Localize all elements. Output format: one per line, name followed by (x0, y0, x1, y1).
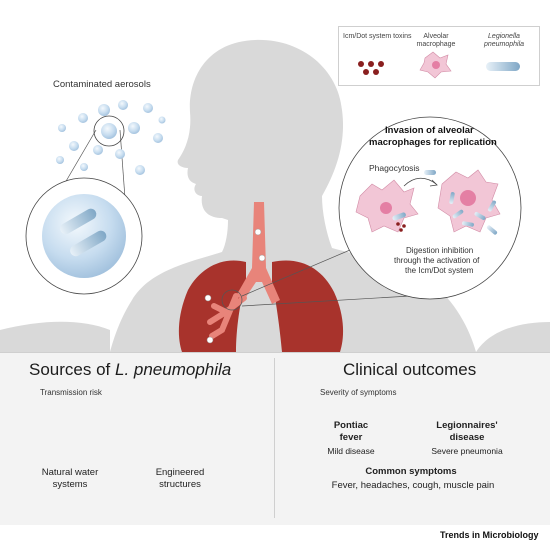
severity-label: Severity of symptoms (320, 388, 397, 397)
zoomed-droplet (25, 177, 143, 295)
invasion-title-line2: macrophages for replication (369, 137, 497, 148)
panel-divider (274, 358, 275, 518)
legend-macrophage-label: Alveolar macrophage (416, 33, 456, 48)
legend-bacterium-label: Legionella pneumophila (483, 33, 525, 48)
invasion-title-line1: Invasion of alveolar (385, 125, 474, 136)
natural-water-line1: Natural water (41, 467, 99, 478)
legionnaires-sub: Severe pneumonia (431, 446, 503, 456)
sources-title-species: L. pneumophila (115, 360, 232, 379)
engineered-line1: Engineered (155, 467, 205, 478)
invasion-zoom (338, 116, 522, 300)
legionnaires-line2: disease (449, 432, 485, 443)
summary-panel (0, 352, 550, 525)
clinical-title: Clinical outcomes (343, 360, 477, 379)
digestion-line2: through the activation of (394, 256, 480, 265)
lungs (178, 202, 344, 352)
engineered-line2: structures (159, 479, 201, 490)
aerosol-droplets (56, 100, 166, 175)
legionnaires-line1: Legionnaires' (436, 420, 498, 431)
aerosols-label: Contaminated aerosols (53, 79, 151, 90)
digestion-line1: Digestion inhibition (406, 246, 474, 255)
legend-icons (358, 51, 520, 79)
journal-credit: Trends in Microbiology (440, 530, 539, 540)
zoom-connector (241, 249, 351, 297)
sources-title: Sources of L. pneumophila (29, 360, 231, 380)
zoom-connector (241, 295, 411, 307)
transmission-risk-label: Transmission risk (40, 388, 102, 397)
natural-water-line2: systems (52, 479, 88, 490)
aerosol-zoom-ring (93, 115, 125, 147)
common-symptoms-list: Fever, headaches, cough, muscle pain (331, 480, 495, 491)
common-symptoms-title: Common symptoms (365, 466, 457, 477)
digestion-line3: the Icm/Dot system (405, 266, 474, 275)
pontiac-line1: Pontiac (333, 420, 369, 431)
legend-box (338, 26, 540, 86)
legend-toxins-label: Icm/Dot system toxins (343, 33, 412, 40)
pontiac-line2: fever (339, 432, 363, 443)
phagocytosis-label: Phagocytosis (369, 163, 420, 173)
sources-title-prefix: Sources of (29, 360, 115, 379)
pontiac-sub: Mild disease (327, 446, 375, 456)
